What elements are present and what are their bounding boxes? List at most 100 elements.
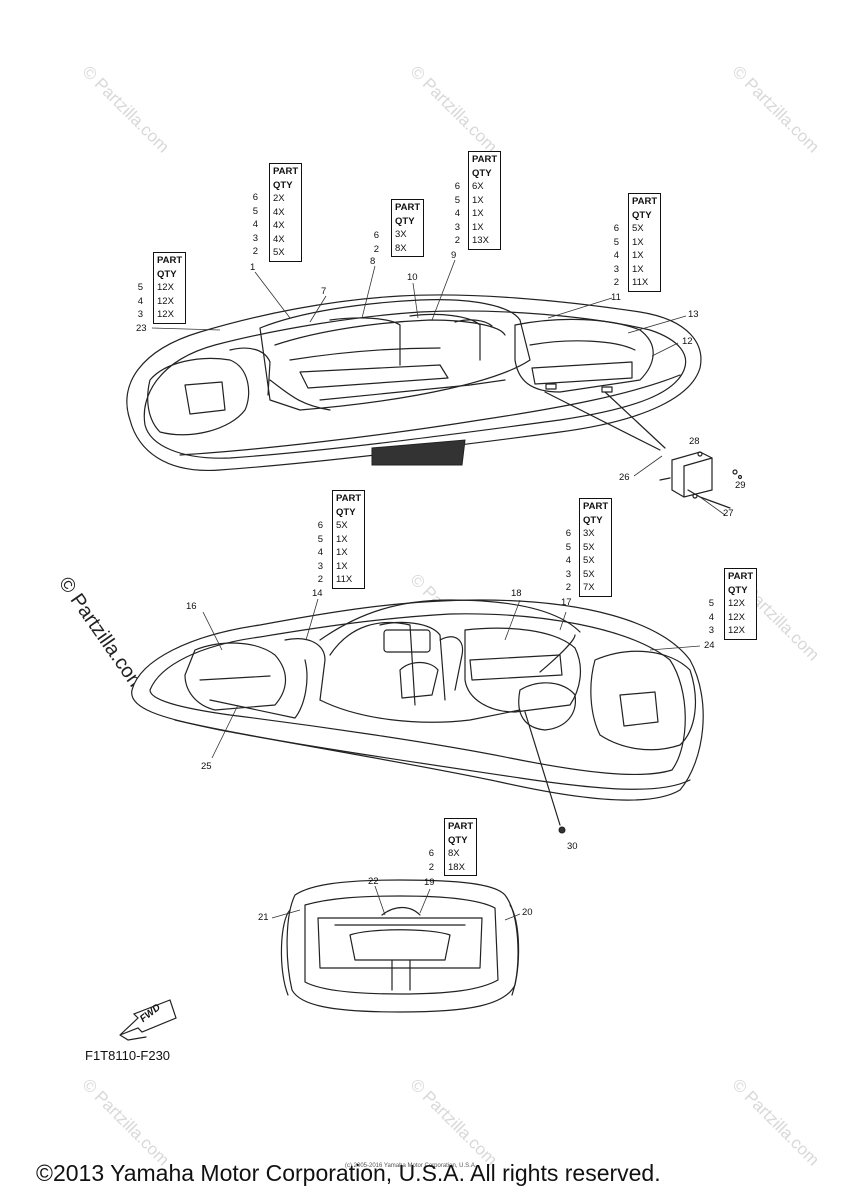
diagram-code: F1T8110-F230 [85, 1048, 171, 1063]
callout-number: 14 [312, 588, 323, 599]
qty-value: 1X [472, 194, 484, 206]
callout-number: 12 [682, 336, 693, 347]
qty-value: 2X [273, 193, 285, 204]
qty-value: 1X [632, 263, 644, 275]
qty-value: 4X [273, 220, 285, 231]
callout-number: 21 [258, 912, 269, 923]
qty-value: 5X [273, 247, 285, 258]
callout-number: 29 [735, 480, 746, 491]
callout-number: 7 [321, 286, 327, 297]
part-header: PART [448, 821, 474, 832]
qty-header: QTY [632, 209, 652, 221]
tiny-copyright: (c) 2005-2016 Yamaha Motor Corporation, … [345, 1163, 477, 1169]
index-label: 4 [454, 208, 460, 219]
qty-value: 4X [273, 206, 285, 218]
qty-header: QTY [583, 514, 603, 526]
qty-value: 3X [395, 229, 407, 240]
index-label: 5 [454, 194, 460, 206]
index-label: 6 [613, 223, 619, 234]
qty-value: 4X [273, 233, 285, 245]
index-label: 4 [565, 555, 571, 566]
index-label: 3 [565, 568, 571, 580]
leader-lines [151, 259, 726, 921]
callout-number: 16 [186, 601, 197, 612]
callout-number: 10 [407, 272, 418, 283]
index-label: 5 [317, 533, 323, 545]
bottom-compartment-illustration [280, 879, 520, 1013]
index-label: 4 [708, 611, 714, 623]
index-label: 6 [454, 181, 460, 192]
copyright-notice: ©2013 Yamaha Motor Corporation, U.S.A. A… [36, 1160, 661, 1186]
part-qty-box: PART QTY 12X 12X 12X [724, 568, 758, 640]
qty-value: 5X [583, 541, 595, 553]
callout-number: 30 [567, 841, 578, 852]
index-label: 4 [613, 250, 619, 261]
part-qty-box: PART QTY 3X 5X 5X 5X 7X [579, 498, 613, 597]
fwd-arrow-icon [119, 999, 177, 1041]
callout-number: 18 [511, 588, 522, 599]
index-label: 2 [454, 235, 460, 246]
index-label: 6 [373, 230, 379, 241]
callout-number: 26 [619, 472, 630, 483]
callout-number: 1 [250, 262, 256, 273]
index-label: 5 [565, 541, 571, 553]
index-label: 3 [252, 232, 258, 244]
qty-value: 1X [632, 250, 644, 261]
qty-value: 1X [632, 236, 644, 248]
qty-value: 1X [472, 221, 484, 233]
callout-number: 25 [201, 761, 212, 772]
part-qty-box: PART QTY 5X 1X 1X 1X 11X [332, 490, 366, 589]
top-deck-illustration [126, 294, 743, 509]
part-qty-box: PART QTY 8X 18X [444, 818, 478, 876]
index-label: 3 [708, 625, 714, 636]
part-header: PART [157, 255, 183, 266]
index-label: 3 [317, 560, 323, 572]
part-header: PART [395, 202, 421, 213]
callout-number: 27 [723, 508, 734, 519]
qty-index-list: 6 2 [367, 229, 379, 256]
qty-value: 6X [472, 181, 484, 192]
qty-index-list: 6 5 4 3 2 [607, 222, 619, 290]
qty-value: 5X [632, 223, 644, 234]
part-header: PART [583, 501, 609, 512]
index-label: 4 [317, 547, 323, 558]
callout-number: 9 [451, 250, 457, 261]
qty-index-list: 6 5 4 3 2 [559, 527, 571, 595]
index-label: 5 [252, 205, 258, 217]
callout-number: 22 [368, 876, 379, 887]
qty-header: QTY [273, 179, 293, 191]
qty-value: 1X [336, 547, 348, 558]
qty-value: 8X [448, 848, 460, 859]
qty-value: 18X [448, 861, 465, 873]
part-qty-box: PART QTY 12X 12X 12X [153, 252, 187, 324]
qty-value: 12X [728, 625, 745, 636]
index-label: 6 [428, 848, 434, 859]
index-label: 2 [252, 246, 258, 257]
qty-value: 5X [583, 568, 595, 580]
qty-value: 5X [336, 520, 348, 531]
callout-number: 17 [561, 597, 572, 608]
callout-number: 24 [704, 640, 715, 651]
qty-value: 1X [472, 208, 484, 219]
callout-number: 20 [522, 907, 533, 918]
qty-value: 5X [583, 555, 595, 566]
qty-header: QTY [448, 834, 468, 846]
qty-header: QTY [728, 584, 748, 596]
part-qty-box: PART QTY 2X 4X 4X 4X 5X [269, 163, 303, 262]
callout-number: 28 [689, 436, 700, 447]
qty-index-list: 6 5 4 3 2 [246, 191, 258, 259]
part-qty-box: PART QTY 5X 1X 1X 1X 11X [628, 193, 662, 292]
qty-value: 11X [632, 277, 649, 288]
part-header: PART [472, 154, 498, 165]
qty-header: QTY [472, 167, 492, 179]
part-header: PART [336, 493, 362, 504]
qty-value: 11X [336, 574, 353, 585]
qty-header: QTY [157, 268, 177, 280]
qty-index-list: 5 4 3 [702, 597, 714, 638]
index-label: 5 [708, 598, 714, 609]
part-qty-box: PART QTY 3X 8X [391, 199, 425, 257]
part-header: PART [632, 196, 658, 207]
qty-value: 12X [728, 598, 745, 609]
qty-value: 8X [395, 242, 407, 254]
index-label: 5 [613, 236, 619, 248]
